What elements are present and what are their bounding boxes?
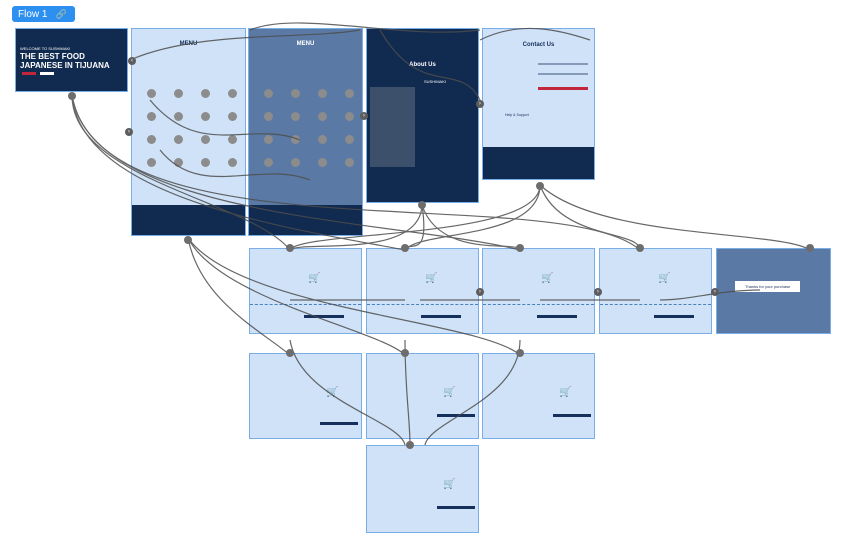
arrow-right-icon[interactable]: › (594, 288, 602, 296)
arrow-right-icon[interactable]: › (360, 112, 368, 120)
flow-tab[interactable]: Flow 1 🔗 (12, 6, 76, 22)
hero-title-2: JAPANESE IN TIJUANA (20, 61, 110, 70)
arrow-left-icon[interactable]: ‹ (128, 57, 136, 65)
checkout-button[interactable] (537, 315, 577, 318)
frame-menu-alt[interactable]: MENU (248, 28, 363, 236)
connection-node[interactable] (516, 244, 524, 252)
hero-button-2[interactable] (40, 72, 54, 75)
cart-icon: 🛒 (443, 387, 456, 398)
cart-icon: 🛒 (308, 273, 321, 284)
contact-send[interactable] (538, 87, 588, 90)
frame-checkout-1[interactable]: 🛒 (249, 248, 362, 334)
contact-field-2 (538, 73, 588, 75)
cart-icon: 🛒 (425, 273, 438, 284)
connection-node[interactable] (516, 349, 524, 357)
frame-contact[interactable]: Contact Us Help & Support (482, 28, 595, 180)
frame-checkout-8[interactable]: 🛒 (366, 445, 479, 533)
frame-checkout-6[interactable]: 🛒 (366, 353, 479, 439)
connection-node[interactable] (406, 441, 414, 449)
frame-checkout-3[interactable]: 🛒 (482, 248, 595, 334)
menu-alt-food-grid (264, 89, 354, 167)
cart-icon: 🛒 (541, 273, 554, 284)
thanks-message: Thanks for your purchase (735, 281, 801, 292)
checkout-button[interactable] (553, 414, 591, 417)
connection-node[interactable] (184, 236, 192, 244)
connection-node[interactable] (418, 201, 426, 209)
checkout-button[interactable] (654, 315, 694, 318)
connection-node[interactable] (401, 244, 409, 252)
frame-home[interactable]: WELCOME TO SUSHIMAKI THE BEST FOOD JAPAN… (15, 28, 128, 92)
frame-checkout-5[interactable]: 🛒 (249, 353, 362, 439)
hero-button[interactable] (22, 72, 36, 75)
arrow-right-icon[interactable]: › (476, 288, 484, 296)
contact-help: Help & Support (505, 113, 529, 117)
about-brand: SUSHIMAKI (424, 79, 447, 84)
arrow-right-icon[interactable]: › (711, 288, 719, 296)
menu-footer (132, 205, 245, 235)
frame-checkout-4[interactable]: 🛒 (599, 248, 712, 334)
frame-checkout-7[interactable]: 🛒 (482, 353, 595, 439)
contact-field (538, 63, 588, 65)
connection-node[interactable] (806, 244, 814, 252)
connection-node[interactable] (401, 349, 409, 357)
connection-node[interactable] (536, 182, 544, 190)
arrow-right-icon[interactable]: › (125, 128, 133, 136)
checkout-button[interactable] (304, 315, 344, 318)
cart-icon: 🛒 (443, 479, 456, 490)
menu-alt-title: MENU (296, 41, 315, 47)
link-icon[interactable]: 🔗 (55, 8, 68, 19)
connection-node[interactable] (286, 349, 294, 357)
about-photo (370, 87, 415, 167)
checkout-button[interactable] (421, 315, 461, 318)
frame-about[interactable]: About Us SUSHIMAKI (366, 28, 479, 203)
connection-node[interactable] (636, 244, 644, 252)
cart-icon: 🛒 (658, 273, 671, 284)
flow-label: Flow 1 (18, 8, 48, 20)
checkout-button[interactable] (437, 414, 475, 417)
menu-food-grid (147, 89, 237, 167)
connection-node[interactable] (68, 92, 76, 100)
checkout-button[interactable] (437, 506, 475, 509)
connection-node[interactable] (286, 244, 294, 252)
hero-title-1: THE BEST FOOD (20, 52, 85, 61)
cart-icon: 🛒 (559, 387, 572, 398)
about-title: About Us (409, 62, 436, 68)
cart-icon: 🛒 (326, 387, 339, 398)
contact-title: Contact Us (522, 42, 555, 48)
hero-welcome: WELCOME TO SUSHIMAKI (20, 46, 71, 51)
arrow-right-icon[interactable]: › (476, 100, 484, 108)
checkout-button[interactable] (320, 422, 358, 425)
contact-footer (483, 147, 594, 179)
